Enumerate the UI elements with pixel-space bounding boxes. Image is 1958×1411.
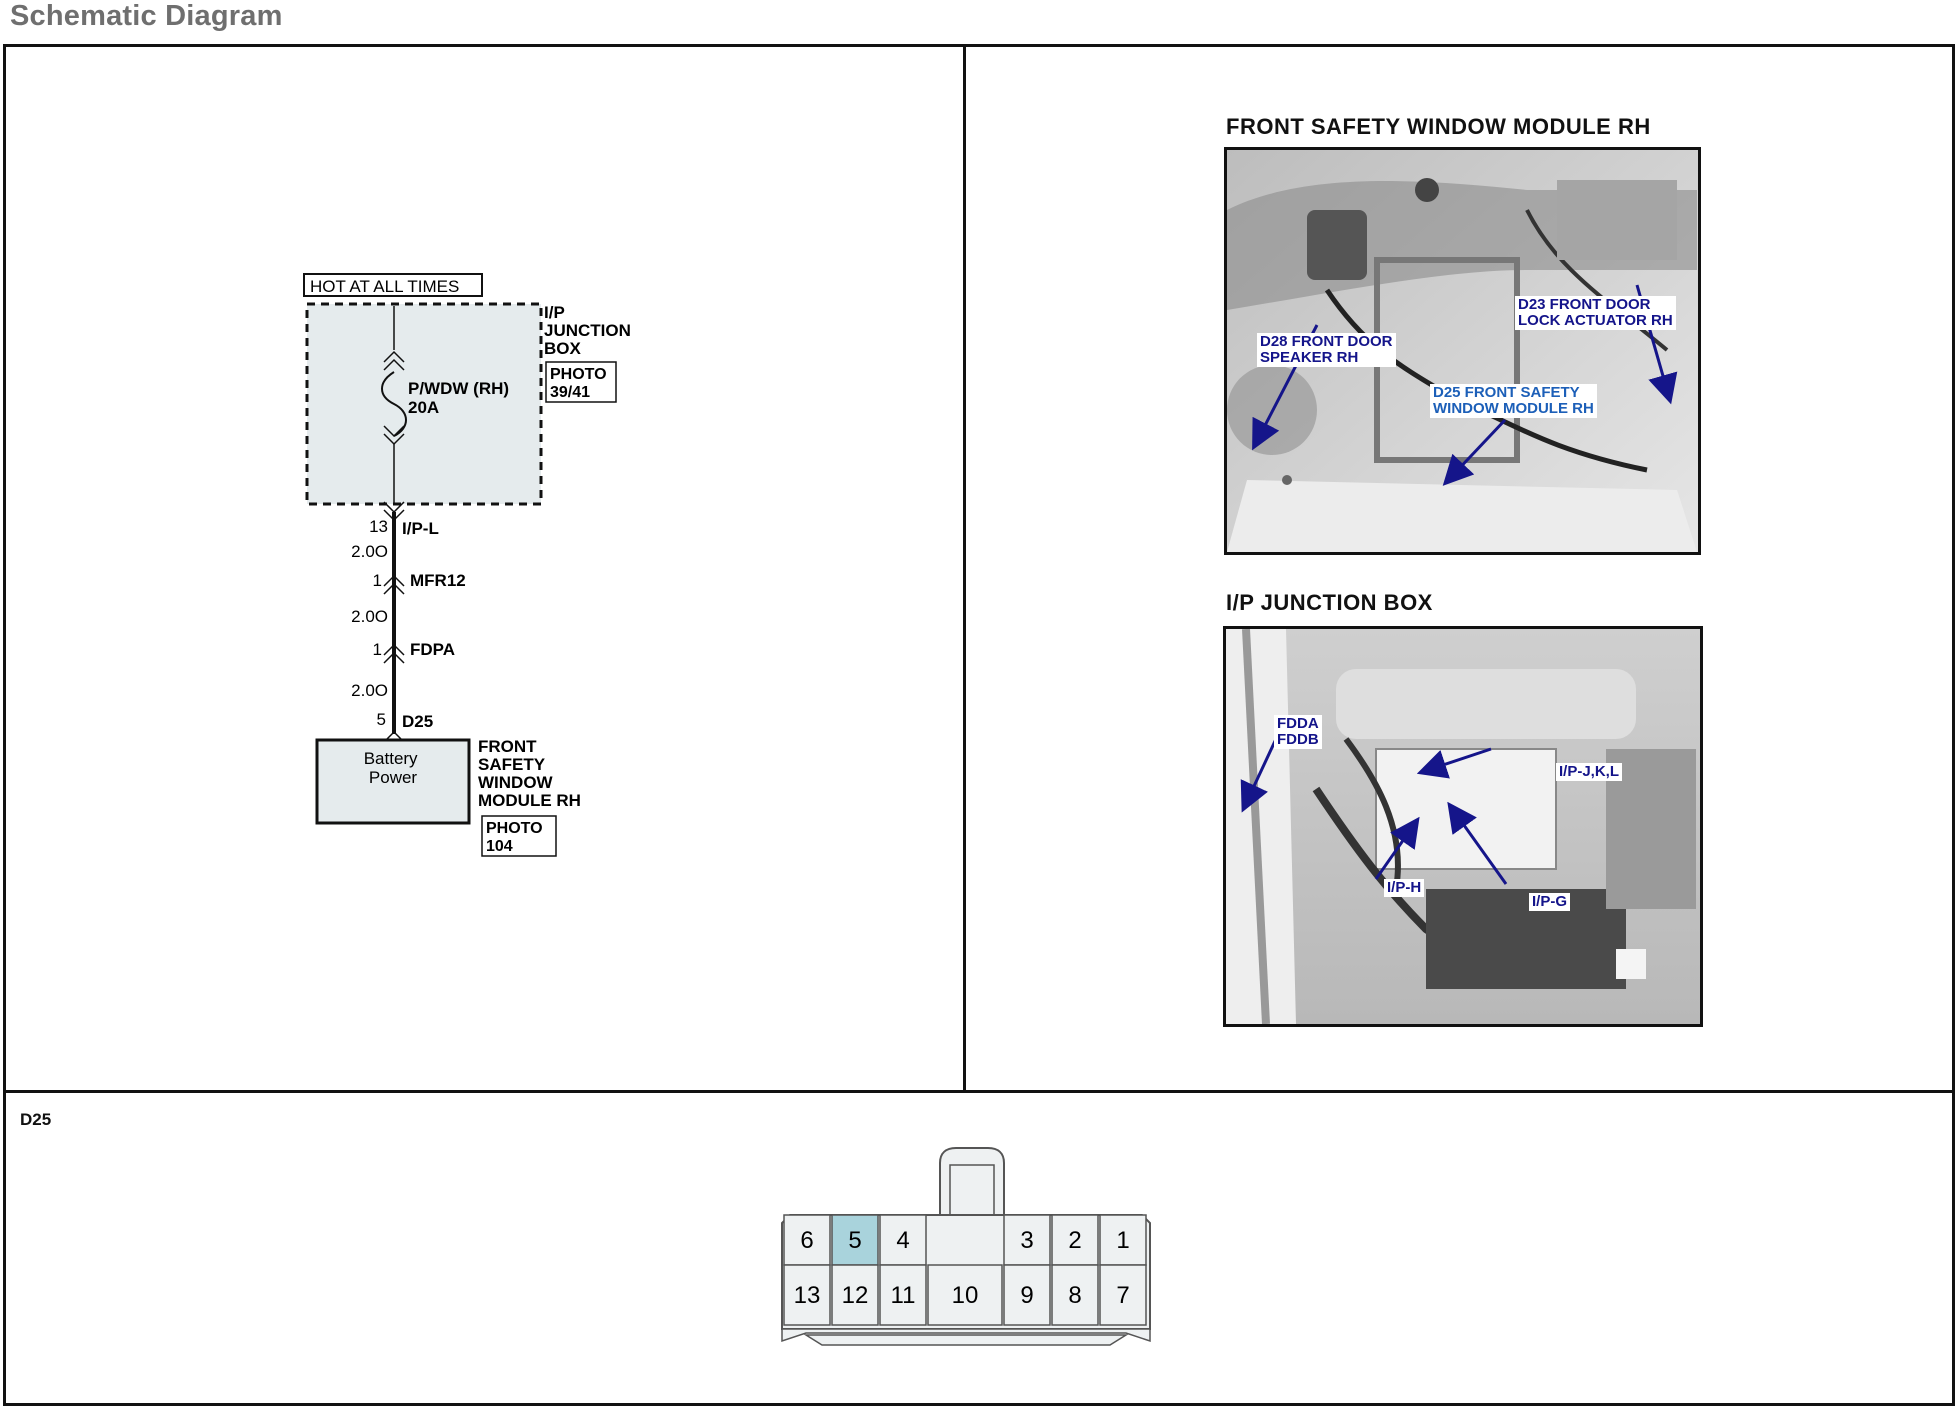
svg-text:PHOTO 39/41: PHOTO 39/41: [550, 366, 611, 401]
pin-10: 10: [927, 1264, 1003, 1326]
pin-d25: 5: [377, 710, 386, 729]
schematic-panel: HOT AT ALL TIMES I/P JUNCTION BOX PHOTO …: [303, 273, 636, 857]
pin-label-13: 13: [794, 1282, 821, 1309]
pin-2: 2: [1051, 1214, 1099, 1266]
connector-base: [781, 1328, 1151, 1343]
pin-5: 5: [831, 1214, 879, 1266]
junction-box-illustration: [1226, 629, 1700, 1024]
pin-label-6: 6: [800, 1227, 813, 1254]
callout-d28: D28 FRONT DOOR SPEAKER RH: [1257, 333, 1396, 367]
pin-label-4: 4: [896, 1227, 909, 1254]
connector-d25: D25: [402, 712, 433, 731]
connector-ip-l: I/P-L: [402, 519, 439, 538]
fdpa-connector-symbol: [383, 643, 405, 664]
pin-mfr12: 1: [373, 571, 382, 590]
callout-ip-g: I/P-G: [1529, 893, 1571, 911]
connector-mfr12: MFR12: [410, 571, 466, 590]
svg-text:PHOTO 104: PHOTO 104: [486, 820, 547, 855]
hot-label-box: [303, 273, 483, 297]
connector-face-view: 6 5 4 3 2 1 13 12 11 10 9 8 7: [781, 1147, 1151, 1346]
photo-1-title: FRONT SAFETY WINDOW MODULE RH: [1226, 114, 1651, 139]
pin-label-5: 5: [848, 1227, 861, 1254]
connector-label: D25: [20, 1110, 52, 1129]
junction-box-photo-ref: [545, 361, 617, 403]
pin-7: 7: [1099, 1264, 1147, 1326]
pin-label-11: 11: [891, 1282, 916, 1309]
pin-label-2: 2: [1068, 1227, 1081, 1254]
callout-d23: D23 FRONT DOOR LOCK ACTUATOR RH: [1515, 296, 1676, 330]
d25-connector-symbol: [385, 730, 403, 741]
pin-label-10: 10: [952, 1282, 979, 1309]
fuse-label: P/WDW (RH) 20A: [408, 379, 514, 417]
wire-size-1: 2.0O: [351, 542, 388, 561]
pin-label-12: 12: [842, 1282, 869, 1309]
callout-ip-h: I/P-H: [1384, 879, 1425, 897]
callout-fdda-fddb: FDDA FDDB: [1274, 715, 1322, 749]
diagram-frame: [3, 44, 1955, 1406]
fuse-connector-top: [383, 350, 405, 371]
horizontal-divider: [3, 1090, 1955, 1093]
callout-d25: D25 FRONT SAFETY WINDOW MODULE RH: [1430, 384, 1597, 418]
photo-ip-junction-box: FDDA FDDB I/P-J,K,L I/P-H I/P-G: [1223, 626, 1703, 1027]
hot-label: HOT AT ALL TIMES: [310, 277, 459, 296]
photo-front-safety-window-module: D28 FRONT DOOR SPEAKER RH D23 FRONT DOOR…: [1224, 147, 1701, 555]
pin-4: 4: [879, 1214, 927, 1266]
module-photo-ref: [481, 815, 557, 857]
pin-label-1: 1: [1116, 1227, 1129, 1254]
wire-size-2: 2.0O: [351, 607, 388, 626]
module-box-label: Battery Power: [364, 749, 423, 787]
wire-size-3: 2.0O: [351, 681, 388, 700]
vertical-divider: [963, 44, 966, 1092]
pin-6: 6: [783, 1214, 831, 1266]
pin-label-7: 7: [1116, 1282, 1129, 1309]
pin-label-8: 8: [1068, 1282, 1081, 1309]
pin-9: 9: [1003, 1264, 1051, 1326]
module-box: [315, 738, 471, 825]
pin-3: 3: [1003, 1214, 1051, 1266]
mfr12-connector-symbol: [383, 574, 405, 595]
pin-11: 11: [879, 1264, 927, 1326]
pin-13: 13: [783, 1264, 831, 1326]
pin-ip-l: 13: [369, 517, 388, 536]
fuse-symbol: [381, 371, 407, 437]
pin-12: 12: [831, 1264, 879, 1326]
connector-pins-bottom: 13 12 11 10 9 8 7: [783, 1264, 1147, 1326]
page-title: Schematic Diagram: [10, 0, 283, 32]
pin-fdpa: 1: [373, 640, 382, 659]
pin-8: 8: [1051, 1264, 1099, 1326]
junction-box-label: I/P JUNCTION BOX: [544, 303, 636, 358]
module-label: FRONT SAFETY WINDOW MODULE RH: [478, 737, 581, 810]
callout-ip-jkl: I/P-J,K,L: [1556, 763, 1623, 781]
pin-label-9: 9: [1020, 1282, 1033, 1309]
pin-label-3: 3: [1020, 1227, 1033, 1254]
pin-1: 1: [1099, 1214, 1147, 1266]
junction-box: [305, 302, 543, 506]
connector-fdpa: FDPA: [410, 640, 455, 659]
photo-2-title: I/P JUNCTION BOX: [1226, 590, 1433, 615]
